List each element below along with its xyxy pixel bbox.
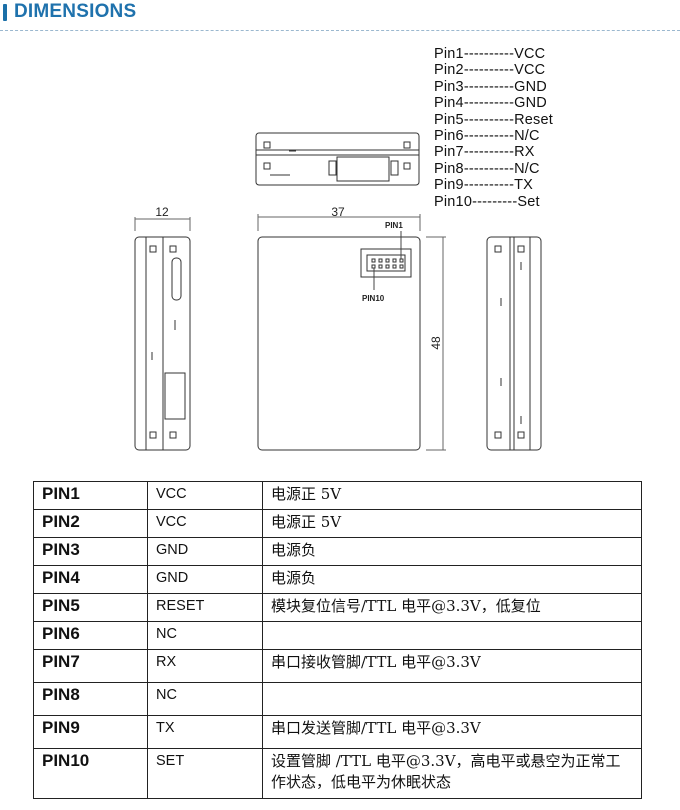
pin-description-cell	[262, 621, 642, 650]
pin-list-item: Pin5----------Reset	[434, 111, 553, 128]
pin-list-item: Pin3----------GND	[434, 78, 547, 95]
front-view	[257, 214, 446, 451]
table-row: PIN10 SET 设置管脚 /TTL 电平@3.3V，高电平或悬空为正常工作状…	[33, 748, 642, 799]
pin-description-cell: 电源负	[262, 537, 642, 566]
header-accent-bar	[3, 4, 7, 21]
side-view-left	[134, 217, 191, 451]
table-row: PIN4 GND 电源负	[33, 565, 642, 594]
table-row: PIN9 TX 串口发送管脚/TTL 电平@3.3V	[33, 715, 642, 749]
pin-list-item: Pin4----------GND	[434, 95, 547, 112]
table-row: PIN7 RX 串口接收管脚/TTL 电平@3.3V	[33, 649, 642, 683]
table-row: PIN1 VCC 电源正 5V	[33, 481, 642, 510]
top-view	[255, 132, 420, 186]
pin-number-cell: PIN6	[33, 621, 148, 650]
pin-name-cell: RX	[147, 649, 263, 683]
section-header: DIMENSIONS	[0, 0, 680, 34]
table-row: PIN8 NC	[33, 682, 642, 716]
pin-number-cell: PIN2	[33, 509, 148, 538]
pin-number-cell: PIN4	[33, 565, 148, 594]
pin-description-cell: 模块复位信号/TTL 电平@3.3V，低复位	[262, 593, 642, 622]
pin-description-cell	[262, 682, 642, 716]
pin-description-cell: 电源正 5V	[262, 509, 642, 538]
pin-number-cell: PIN5	[33, 593, 148, 622]
pin-description-cell: 串口发送管脚/TTL 电平@3.3V	[262, 715, 642, 749]
pin-list-item: Pin7----------RX	[434, 144, 535, 161]
table-row: PIN2 VCC 电源正 5V	[33, 509, 642, 538]
pin-description-cell: 串口接收管脚/TTL 电平@3.3V	[262, 649, 642, 683]
pin-number-cell: PIN7	[33, 649, 148, 683]
pin-description-cell: 设置管脚 /TTL 电平@3.3V，高电平或悬空为正常工作状态，低电平为休眠状态	[262, 748, 642, 799]
dim-width-side-label: 12	[155, 205, 169, 219]
pin-definition-table: PIN1 VCC 电源正 5V PIN2 VCC 电源正 5V PIN3 GND…	[33, 481, 642, 799]
pin-description-cell: 电源正 5V	[262, 481, 642, 510]
pin1-callout: PIN1	[385, 221, 403, 230]
section-title: DIMENSIONS	[14, 1, 137, 22]
pin-number-cell: PIN9	[33, 715, 148, 749]
pin-name-cell: RESET	[147, 593, 263, 622]
pin-list-item: Pin10---------Set	[434, 193, 540, 210]
table-row: PIN3 GND 电源负	[33, 537, 642, 566]
pin-name-cell: NC	[147, 621, 263, 650]
pin-name-cell: SET	[147, 748, 263, 799]
dim-width-front-label: 37	[331, 205, 345, 219]
pin-list-item: Pin9----------TX	[434, 177, 534, 194]
pin-name-cell: GND	[147, 565, 263, 594]
pin-list-item: Pin1----------VCC	[434, 46, 546, 62]
pin-number-cell: PIN3	[33, 537, 148, 566]
pin-name-cell: VCC	[147, 509, 263, 538]
pin-name-cell: NC	[147, 682, 263, 716]
pin-description-cell: 电源负	[262, 565, 642, 594]
header-divider	[0, 30, 680, 31]
pin-number-cell: PIN8	[33, 682, 148, 716]
mechanical-drawing: 12 37 48 PIN1 PIN10	[134, 132, 542, 451]
table-row: PIN5 RESET 模块复位信号/TTL 电平@3.3V，低复位	[33, 593, 642, 622]
side-view-right	[486, 236, 542, 451]
pin10-callout: PIN10	[362, 294, 385, 303]
pin-assignment-list: Pin1----------VCC Pin2----------VCC Pin3…	[434, 46, 553, 210]
pin-list-item: Pin8----------N/C	[434, 160, 540, 177]
dim-height-label: 48	[429, 336, 443, 350]
pin-name-cell: TX	[147, 715, 263, 749]
pin-name-cell: GND	[147, 537, 263, 566]
pin-number-cell: PIN10	[33, 748, 148, 799]
pin-list-item: Pin6----------N/C	[434, 128, 540, 145]
pin-list-item: Pin2----------VCC	[434, 62, 546, 79]
table-row: PIN6 NC	[33, 621, 642, 650]
pin-number-cell: PIN1	[33, 481, 148, 510]
pin-name-cell: VCC	[147, 481, 263, 510]
